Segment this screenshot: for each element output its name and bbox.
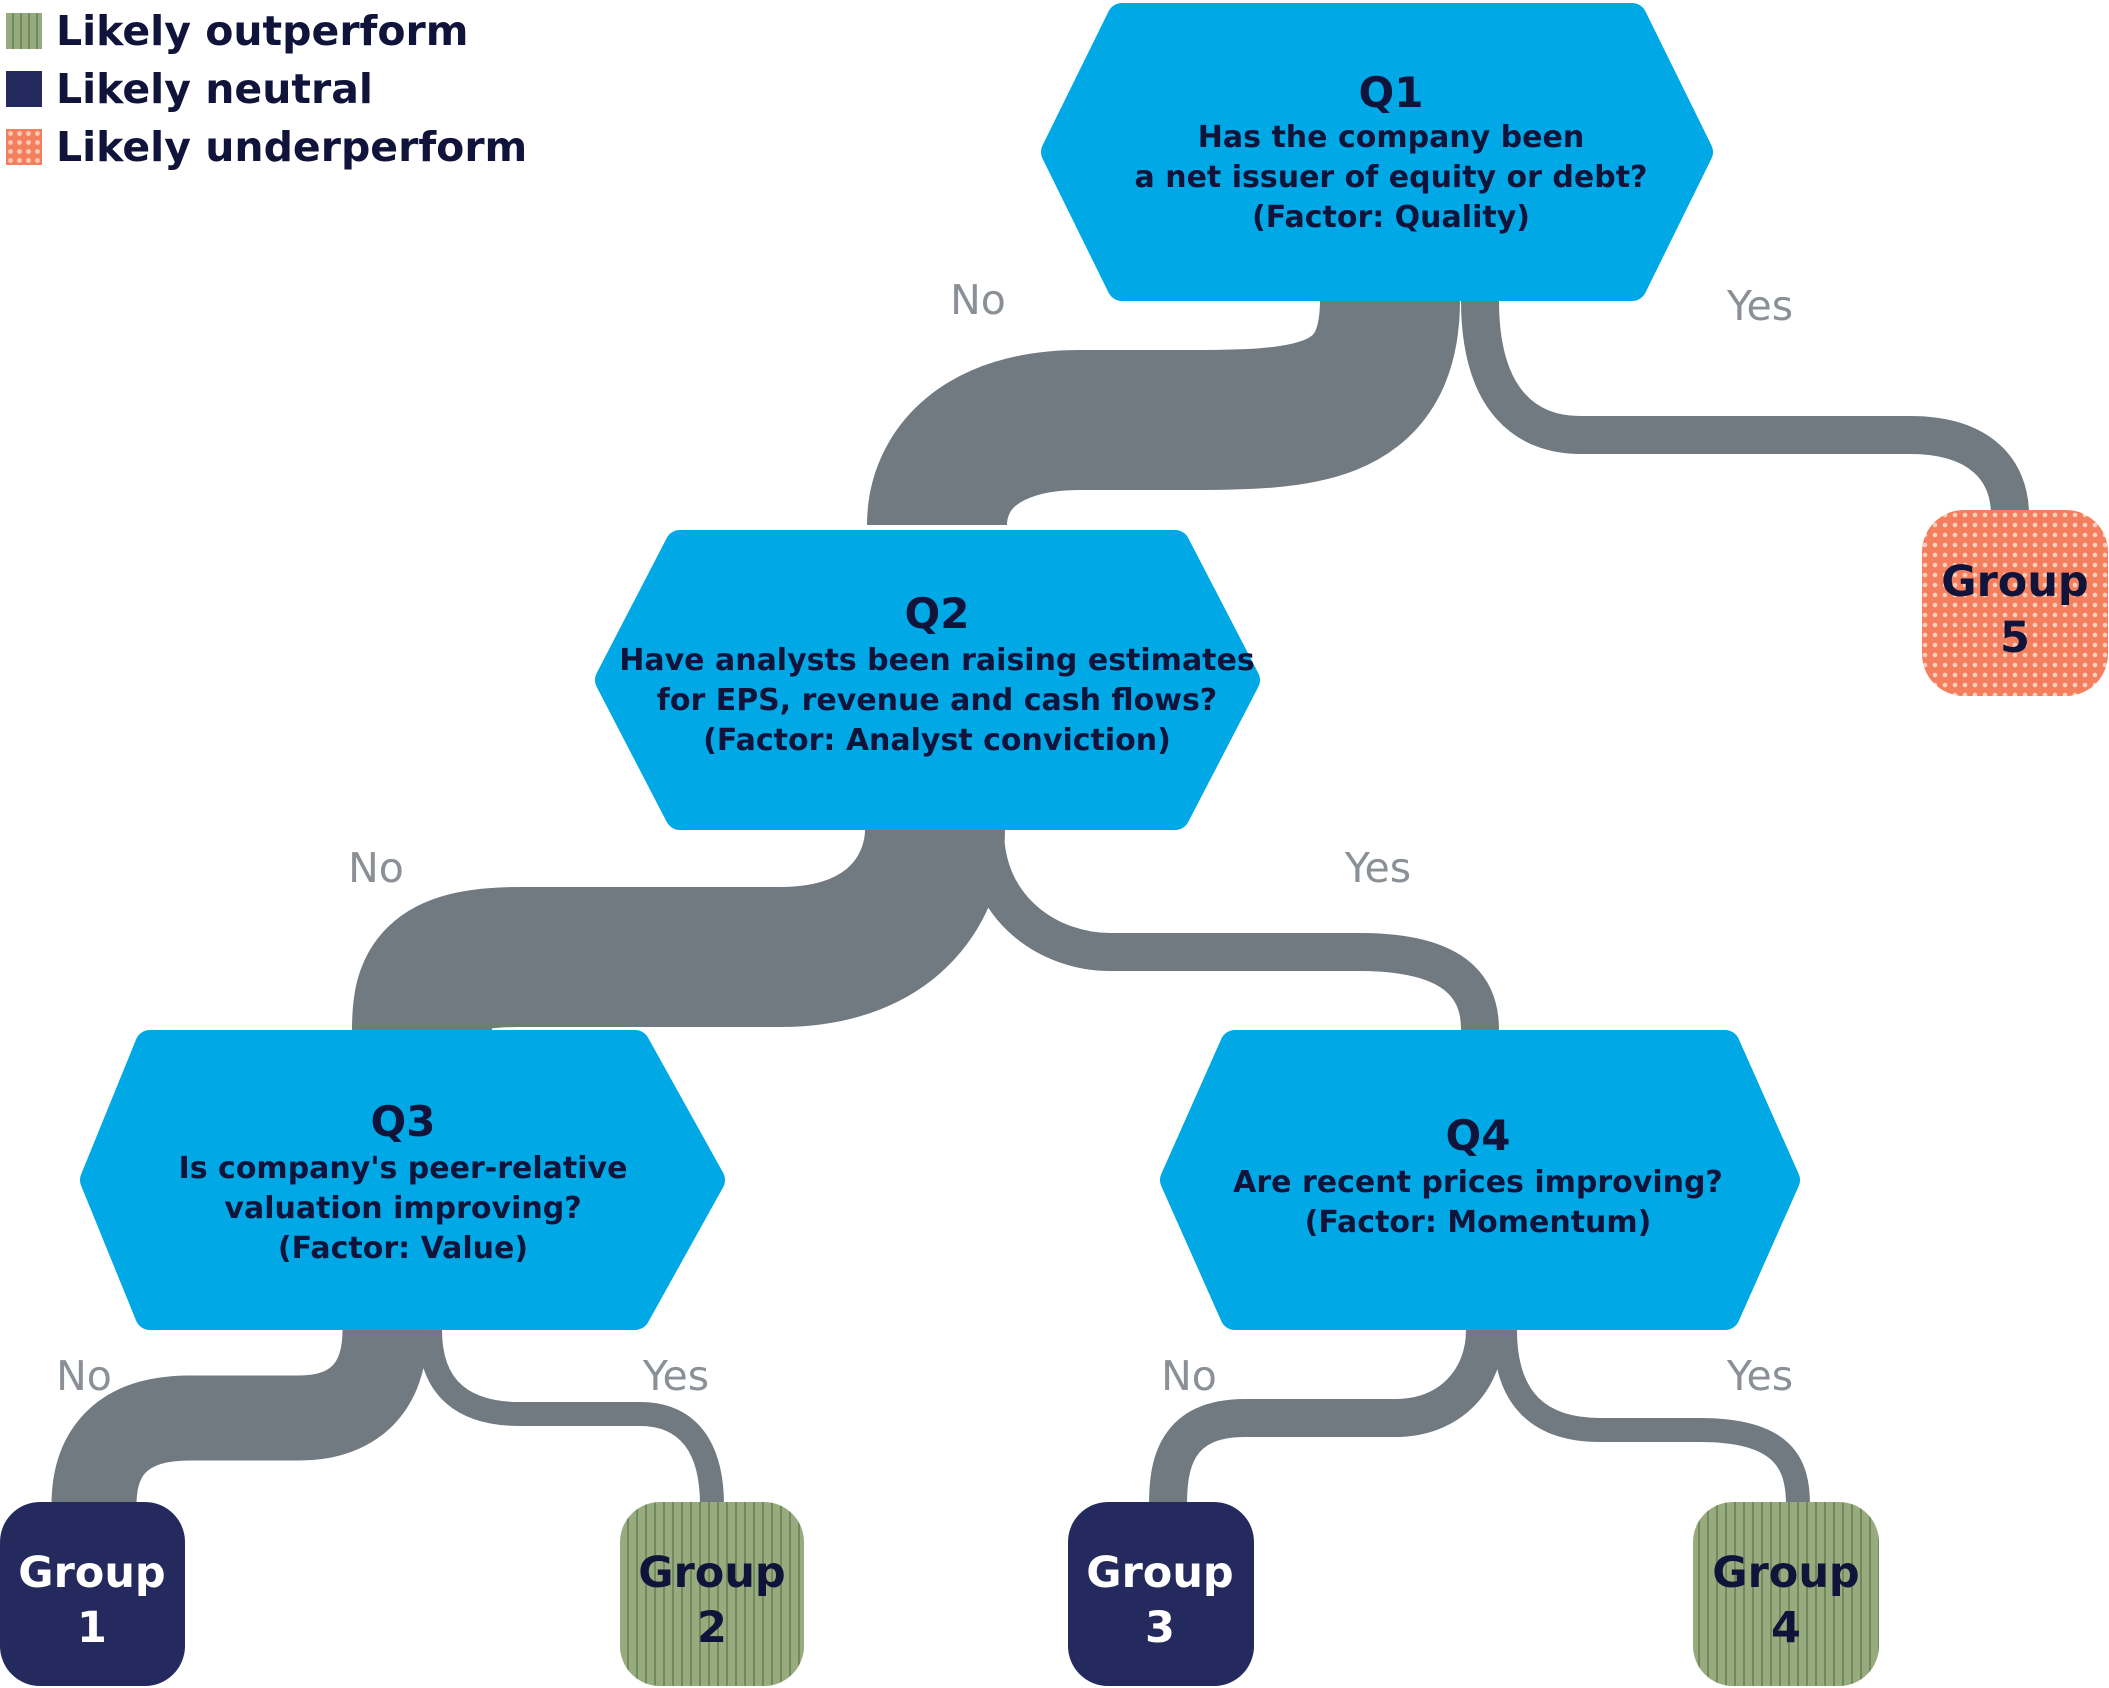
q1-yes-label: Yes bbox=[1726, 282, 1793, 330]
q2-yes-label: Yes bbox=[1344, 844, 1411, 892]
q1-title: Q1 bbox=[1359, 68, 1424, 117]
q4-title: Q4 bbox=[1446, 1111, 1511, 1160]
q2-yes-branch bbox=[966, 829, 1499, 1031]
group-4-line-1: Group bbox=[1712, 1548, 1859, 1598]
q2-line-2: for EPS, revenue and cash flows? bbox=[657, 683, 1217, 718]
group-1-box bbox=[0, 1502, 185, 1686]
q1-line-2: a net issuer of equity or debt? bbox=[1135, 160, 1648, 195]
group-5-line-1: Group bbox=[1941, 557, 2088, 607]
q1-line-3: (Factor: Quality) bbox=[1252, 200, 1530, 235]
q3-line-3: (Factor: Value) bbox=[278, 1231, 528, 1266]
legend-item-outperform: Likely outperform bbox=[6, 2, 527, 60]
question-node-q4: Q4 Are recent prices improving? (Factor:… bbox=[1160, 1030, 1800, 1330]
legend-label-outperform: Likely outperform bbox=[56, 7, 469, 55]
question-node-q3: Q3 Is company's peer-relative valuation … bbox=[80, 1030, 725, 1330]
q4-yes-branch bbox=[1493, 1329, 1810, 1506]
group-5-box bbox=[1922, 510, 2108, 696]
group-node-3: Group 3 bbox=[1068, 1502, 1254, 1686]
q2-line-1: Have analysts been raising estimates bbox=[619, 643, 1254, 678]
q3-title: Q3 bbox=[371, 1097, 436, 1146]
group-node-5: Group 5 bbox=[1922, 510, 2108, 696]
group-5-line-2: 5 bbox=[2000, 613, 2030, 663]
q4-no-branch bbox=[1149, 1329, 1504, 1506]
branch-labels: No Yes No Yes No Yes No Yes bbox=[56, 276, 1793, 1400]
legend-label-underperform: Likely underperform bbox=[56, 123, 528, 171]
q3-yes-label: Yes bbox=[642, 1352, 709, 1400]
group-2-line-2: 2 bbox=[697, 1603, 727, 1653]
group-node-2: Group 2 bbox=[620, 1502, 804, 1686]
q3-hexagon bbox=[80, 1030, 725, 1330]
q2-title: Q2 bbox=[905, 589, 970, 638]
q2-hexagon bbox=[595, 530, 1260, 830]
q2-no-label: No bbox=[348, 844, 404, 892]
question-node-q1: Q1 Has the company been a net issuer of … bbox=[1041, 3, 1713, 301]
legend-item-neutral: Likely neutral bbox=[6, 60, 527, 118]
q3-no-label: No bbox=[56, 1352, 112, 1400]
group-node-4: Group 4 bbox=[1693, 1502, 1879, 1686]
q1-yes-branch bbox=[1461, 299, 2029, 516]
neutral-swatch-icon bbox=[6, 71, 42, 107]
group-4-box bbox=[1693, 1502, 1879, 1686]
q4-line-2: (Factor: Momentum) bbox=[1305, 1205, 1652, 1240]
q4-hexagon bbox=[1160, 1030, 1800, 1330]
q1-no-label: No bbox=[950, 276, 1006, 324]
q1-hexagon bbox=[1041, 3, 1713, 301]
q1-line-1: Has the company been bbox=[1198, 120, 1584, 155]
q1-no-branch bbox=[867, 297, 1460, 529]
group-4-line-2: 4 bbox=[1771, 1603, 1801, 1653]
q4-no-label: No bbox=[1161, 1352, 1217, 1400]
group-2-box bbox=[620, 1502, 804, 1686]
question-node-q2: Q2 Have analysts been raising estimates … bbox=[595, 530, 1260, 830]
legend-label-neutral: Likely neutral bbox=[56, 65, 373, 113]
q3-no-branch bbox=[51, 1328, 428, 1507]
group-node-1: Group 1 bbox=[0, 1502, 185, 1686]
q2-line-3: (Factor: Analyst conviction) bbox=[703, 723, 1171, 758]
q2-no-branch bbox=[352, 827, 1005, 1034]
group-1-line-1: Group bbox=[18, 1548, 165, 1598]
branch-connectors bbox=[51, 297, 2029, 1507]
legend-item-underperform: Likely underperform bbox=[6, 118, 527, 176]
group-2-line-1: Group bbox=[638, 1548, 785, 1598]
group-3-box bbox=[1068, 1502, 1254, 1686]
group-3-line-2: 3 bbox=[1145, 1603, 1175, 1653]
underperform-swatch-icon bbox=[6, 129, 42, 165]
q3-line-2: valuation improving? bbox=[224, 1191, 581, 1226]
q4-yes-label: Yes bbox=[1726, 1352, 1793, 1400]
legend: Likely outperform Likely neutral Likely … bbox=[6, 2, 527, 176]
q4-line-1: Are recent prices improving? bbox=[1233, 1165, 1723, 1200]
q3-line-1: Is company's peer-relative bbox=[179, 1151, 628, 1186]
outperform-swatch-icon bbox=[6, 13, 42, 49]
group-3-line-1: Group bbox=[1086, 1548, 1233, 1598]
group-1-line-2: 1 bbox=[77, 1603, 107, 1653]
q3-yes-branch bbox=[418, 1329, 724, 1506]
